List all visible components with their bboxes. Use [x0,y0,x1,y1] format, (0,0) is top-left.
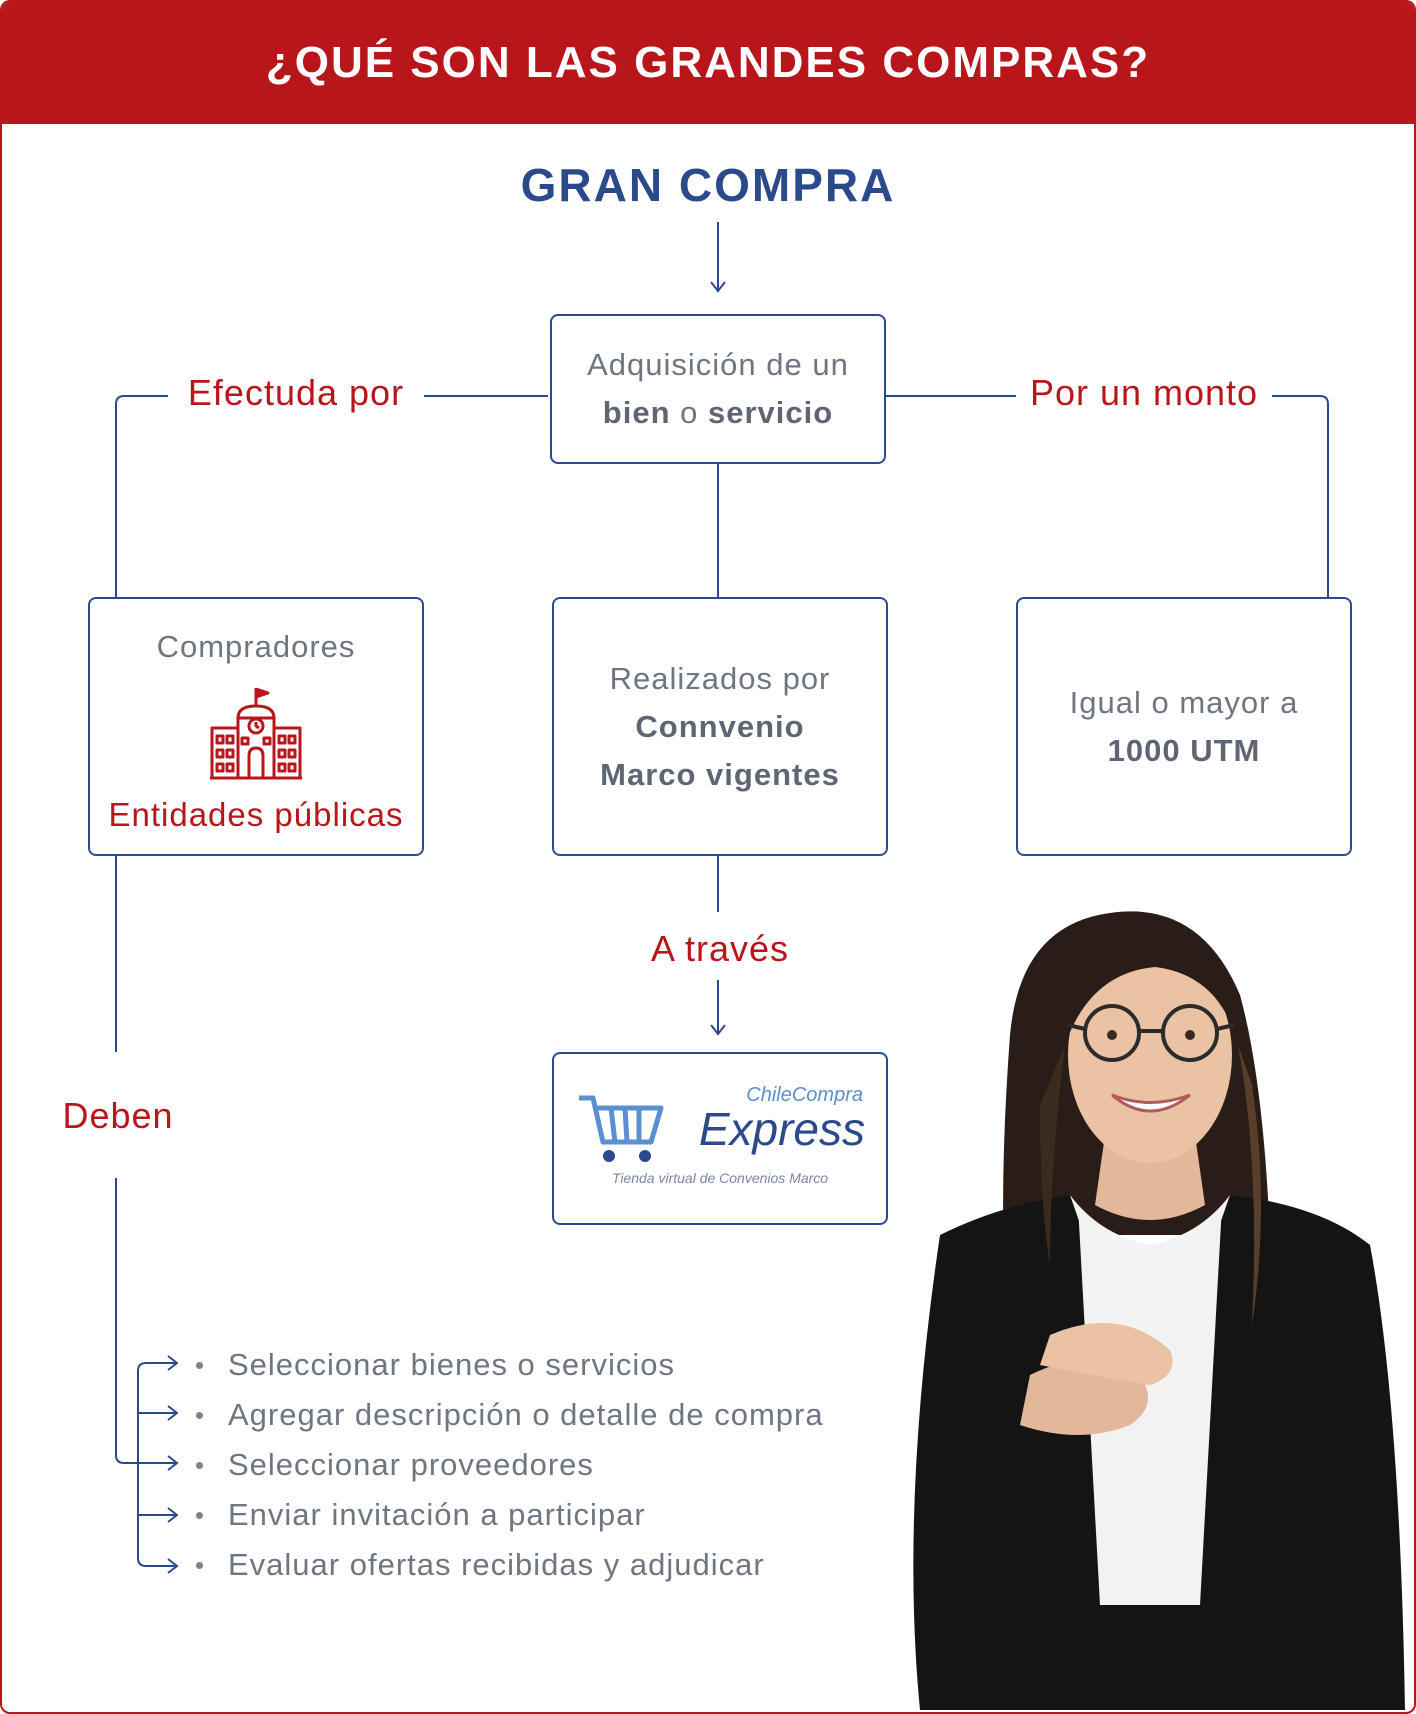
buyers-label: Compradores [156,629,356,664]
acquisition-service: servicio [708,395,834,430]
list-item: Seleccionar bienes o servicios [190,1340,824,1390]
amount-bold: 1000 UTM [1107,732,1261,768]
chilecompra-logo: ChileCompra Express Tienda virtual de Co… [575,1084,865,1194]
list-item: Enviar invitación a participar [190,1490,824,1540]
acquisition-line: Adquisición de un [587,347,849,382]
must-label: Deben [62,1095,174,1136]
buyers-box: Compradores Entidades públicas [88,597,424,856]
header-title: ¿QUÉ SON LAS GRANDES COMPRAS? [2,2,1414,124]
cart-icon [579,1095,664,1162]
logo-brand-main: Express [698,1102,865,1155]
acquisition-detail: bien o servicio [603,389,833,437]
amount-label: Por un monto [1029,372,1259,413]
framework-bold: Connvenio Marco vigentes [600,708,840,792]
amount-line: Igual o mayor a [1069,684,1299,720]
through-label: A través [650,928,790,969]
acquisition-good: bien [602,395,671,430]
acquisition-box: Adquisición de un bien o servicio [550,314,886,464]
diagram-title: GRAN COMPRA [520,159,896,211]
acquisition-connector: o [680,395,699,430]
amount-box: Igual o mayor a 1000 UTM [1016,597,1352,856]
list-item: Agregar descripción o detalle de compra [190,1390,824,1440]
steps-list: Seleccionar bienes o servicios Agregar d… [190,1340,824,1590]
public-entities-label: Entidades públicas [108,796,404,833]
logo-brand-top: ChileCompra [746,1083,863,1106]
chilecompra-logo-box: ChileCompra Express Tienda virtual de Co… [552,1052,888,1225]
logo-tagline: Tienda virtual de Convenios Marco [611,1169,829,1186]
made-by-label: Efectuda por [187,372,405,413]
list-item: Evaluar ofertas recibidas y adjudicar [190,1540,824,1590]
framework-line: Realizados por [609,660,831,696]
public-building-icon [210,687,302,779]
framework-box: Realizados por Connvenio Marco vigentes [552,597,888,856]
amount-detail: 1000 UTM [1108,727,1261,775]
list-item: Seleccionar proveedores [190,1440,824,1490]
smiling-woman-photo [913,911,1405,1710]
framework-detail: Connvenio Marco vigentes [595,703,845,799]
